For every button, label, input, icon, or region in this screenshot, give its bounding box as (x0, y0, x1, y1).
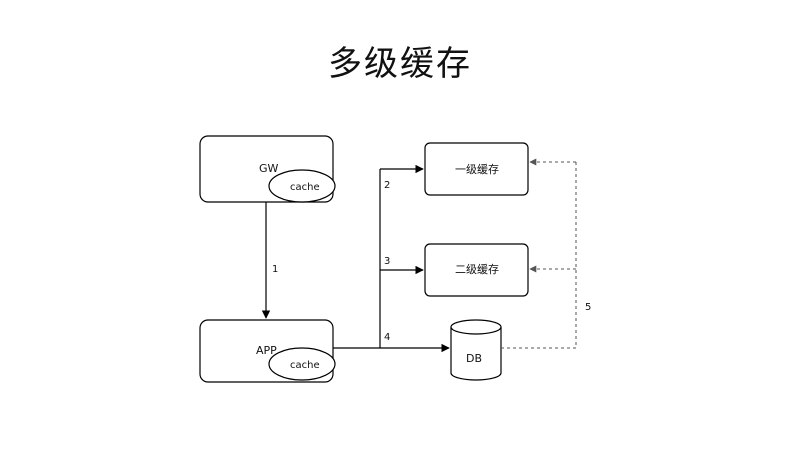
edge-gw-to-app: 1 (261, 202, 278, 319)
gw-label: GW (259, 162, 279, 175)
l2-cache-label: 二级缓存 (455, 262, 499, 276)
edge-3-label: 3 (384, 256, 390, 267)
edge-5-label: 5 (585, 302, 591, 313)
app-label: APP (256, 344, 277, 357)
edge-app-to-l1: 2 (380, 164, 424, 191)
gw-node: GW cache (199, 135, 336, 203)
l2-cache-node: 二级缓存 (424, 243, 529, 297)
edge-4-label: 4 (384, 332, 390, 343)
edge-5-dashed-trunk (501, 162, 577, 349)
l1-cache-box (424, 142, 529, 196)
edge-app-to-l2: 3 (380, 256, 424, 275)
db-cylinder-body (450, 327, 502, 381)
db-node: DB (450, 319, 502, 381)
edge-2-label: 2 (384, 180, 390, 191)
edge-db-backfill: 5 (501, 158, 591, 349)
l1-cache-node: 一级缓存 (424, 142, 529, 196)
edge-app-to-db: 4 (380, 332, 450, 353)
app-cache-label: cache (290, 360, 320, 371)
db-cylinder-top (450, 319, 502, 335)
edge-app-trunk (333, 169, 381, 349)
gw-cache-ellipse (268, 169, 336, 203)
l2-cache-box (424, 243, 529, 297)
db-label: DB (466, 352, 482, 365)
app-node: APP cache (199, 319, 336, 383)
l1-cache-label: 一级缓存 (455, 162, 499, 176)
page-title: 多级缓存 (328, 44, 472, 84)
app-cache-ellipse (268, 347, 336, 381)
gw-cache-label: cache (290, 182, 320, 193)
edge-1-label: 1 (272, 264, 278, 275)
